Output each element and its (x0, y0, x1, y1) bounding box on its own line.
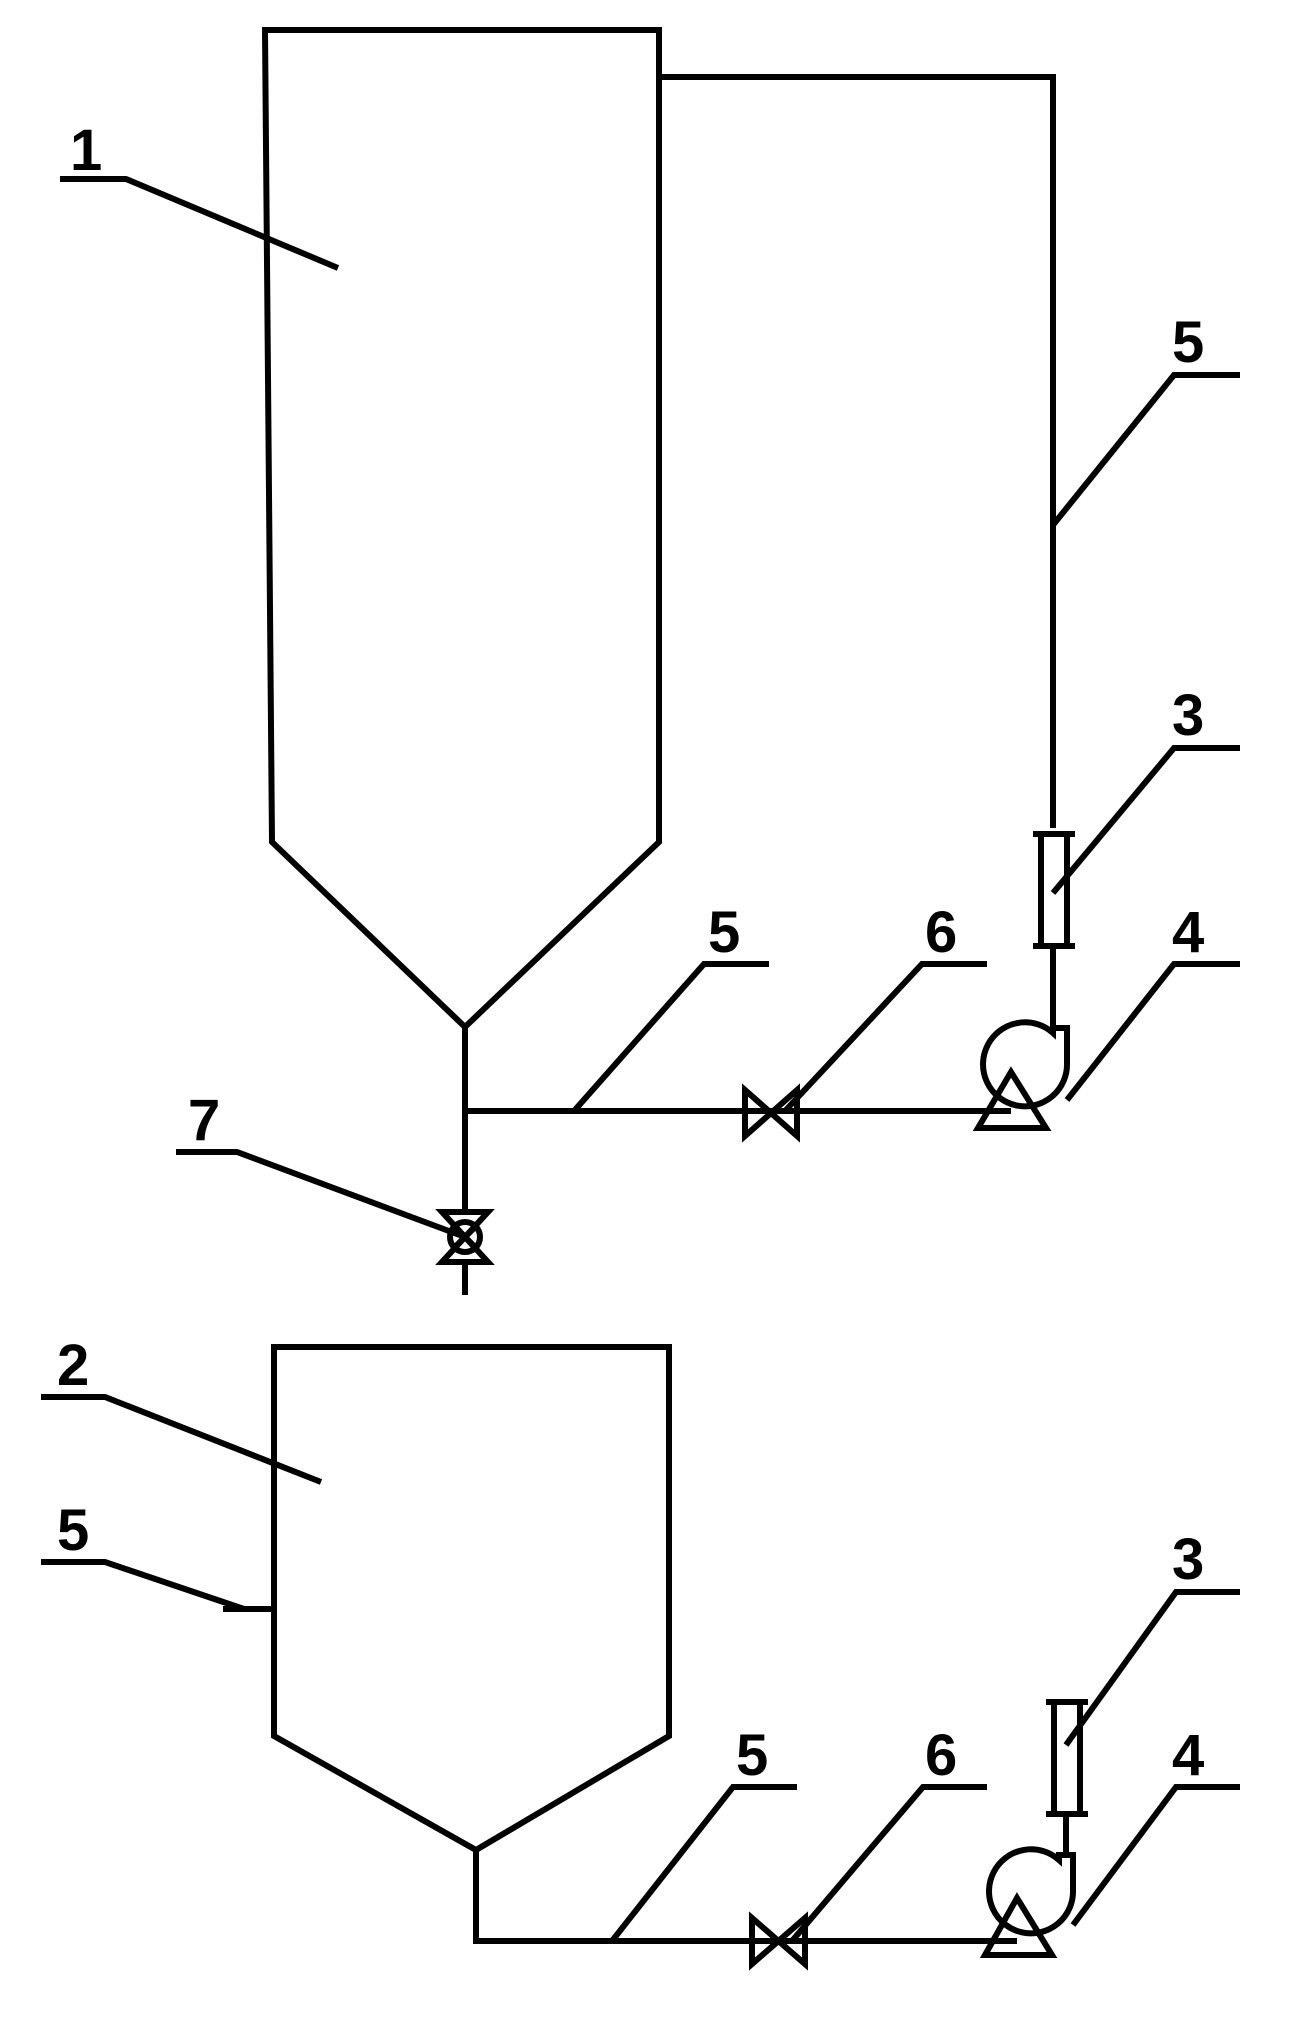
lower-flowmeter (1046, 1699, 1088, 1817)
upper-tank (261, 27, 662, 1032)
leader-lines (41, 176, 1240, 1943)
lower-gate-valve (749, 1911, 808, 1971)
drain-valve (435, 1209, 495, 1295)
label-pump-upper: 4 (1172, 900, 1204, 965)
upper-gate-valve (742, 1083, 800, 1143)
label-pump-lower: 4 (1172, 1723, 1204, 1788)
lower-tank (271, 1344, 672, 1854)
lower-pump (979, 1846, 1077, 1958)
label-pipe-upper-bottom: 5 (708, 900, 740, 965)
label-flowmeter-upper: 3 (1172, 683, 1204, 748)
upper-pump (972, 1019, 1071, 1131)
upper-return-pipe (659, 74, 1056, 828)
label-pipe-upper-right: 5 (1172, 310, 1204, 375)
label-flowmeter-lower: 3 (1172, 1527, 1204, 1592)
label-tank-upper: 1 (70, 118, 102, 183)
lower-outlet-pipe (473, 1850, 1017, 1944)
label-drain-valve: 7 (188, 1088, 220, 1153)
label-valve-upper: 6 (925, 900, 957, 965)
label-valve-lower: 6 (925, 1723, 957, 1788)
label-pipe-lower-bottom: 5 (736, 1723, 768, 1788)
label-tank-lower: 2 (57, 1333, 89, 1398)
label-pipe-lower-side: 5 (57, 1498, 89, 1563)
